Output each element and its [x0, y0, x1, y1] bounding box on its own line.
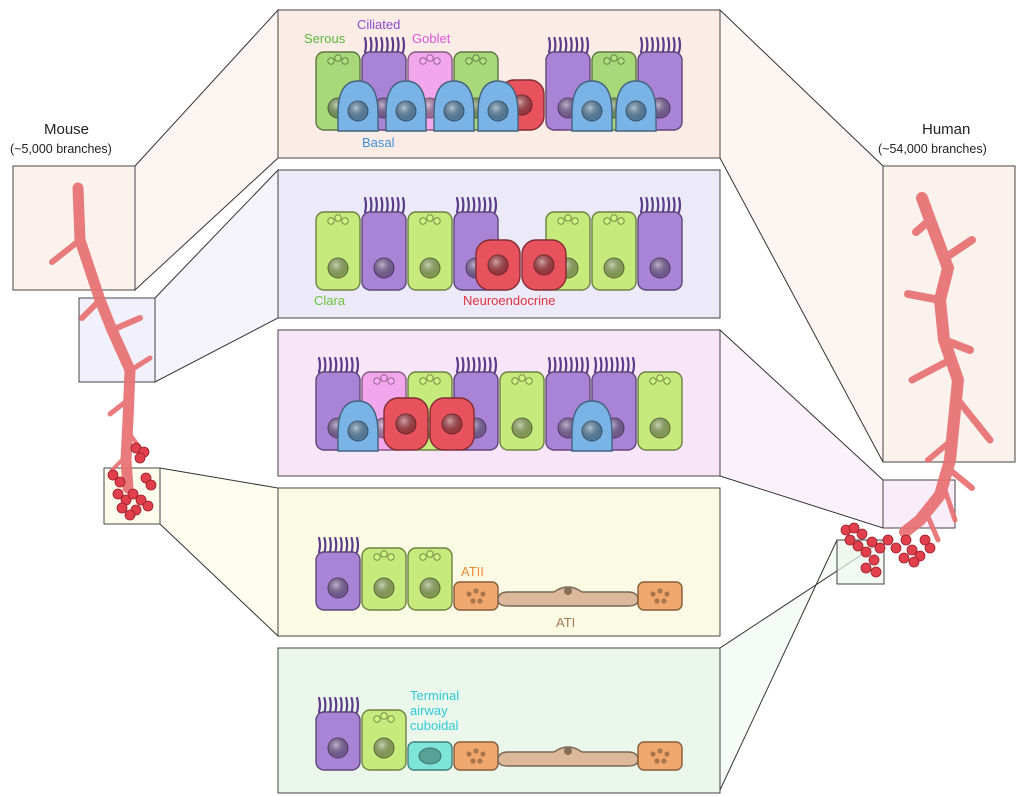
atii-label: ATII: [461, 564, 484, 579]
neuroendocrine-cell: [475, 239, 521, 291]
terminal-line-1: Terminal: [410, 688, 460, 703]
neuroendocrine-cell: [429, 397, 475, 451]
clara-cell: [407, 211, 453, 291]
terminal-airway-cuboidal-label: Terminal airway cuboidal: [410, 688, 459, 733]
human-upper-box: [882, 165, 1016, 463]
ciliated-cell: [315, 696, 361, 771]
atii-cell: [637, 581, 683, 611]
mouse-airway-tree: [49, 182, 153, 494]
terminal-line-3: cuboidal: [410, 718, 459, 733]
serous-label: Serous: [304, 31, 346, 46]
clara-cell: [637, 371, 683, 451]
terminal-line-2: airway: [410, 703, 448, 718]
atii-cell: [637, 741, 683, 771]
ciliated-cell: [315, 536, 361, 611]
atii-cell: [453, 581, 499, 611]
basal-cell: [433, 80, 475, 132]
mouse-alveolar-clusters: [107, 442, 157, 521]
ciliated-cell: [361, 196, 407, 291]
goblet-label: Goblet: [412, 31, 451, 46]
basal-cell: [477, 80, 519, 132]
cell-layer: [315, 36, 683, 771]
terminal-airway-cuboidal-cell: [407, 741, 453, 771]
clara-cell: [361, 709, 407, 771]
ati-cell: [497, 586, 639, 607]
mouse-label: Mouse: [44, 121, 90, 138]
human-airway-tree: [899, 192, 994, 543]
ati-label: ATI: [556, 615, 576, 630]
basal-cell: [385, 80, 427, 132]
neuroendocrine-cell: [383, 397, 429, 451]
clara-label: Clara: [314, 293, 346, 308]
ciliated-cell: [637, 196, 683, 291]
basal-cell: [615, 80, 657, 132]
clara-cell: [591, 211, 637, 291]
basal-cell: [571, 80, 613, 132]
basal-label: Basal: [362, 135, 395, 150]
clara-cell: [499, 371, 545, 451]
basal-cell: [337, 80, 379, 132]
human-branches-label: (~54,000 branches): [878, 142, 987, 156]
clara-cell: [315, 211, 361, 291]
basal-cell: [337, 400, 379, 452]
connector-lines: [134, 8, 886, 791]
human-alveolar-clusters: [840, 522, 936, 578]
clara-cell: [407, 547, 453, 611]
ati-cell: [497, 746, 639, 767]
ciliated-label: Ciliated: [357, 17, 401, 32]
clara-cell: [361, 547, 407, 611]
mouse-branches-label: (~5,000 branches): [10, 142, 112, 156]
neuroendocrine-label: Neuroendocrine: [463, 293, 556, 308]
human-label: Human: [922, 121, 971, 138]
neuroendocrine-cell: [521, 239, 567, 291]
basal-cell: [571, 400, 613, 452]
atii-cell: [453, 741, 499, 771]
